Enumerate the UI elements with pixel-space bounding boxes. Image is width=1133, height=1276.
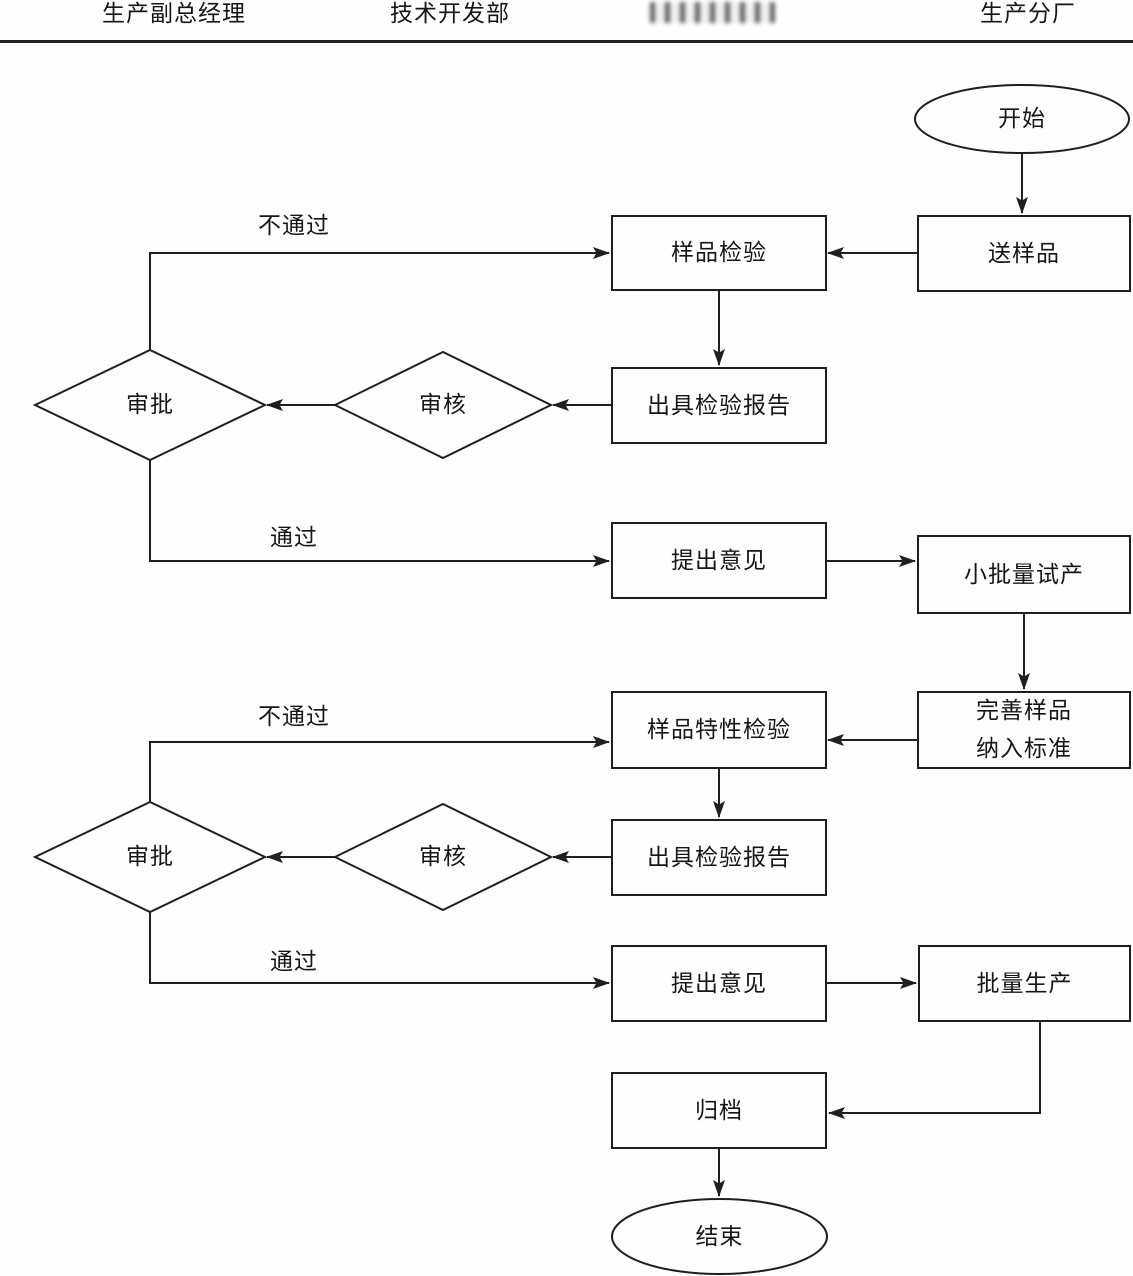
end-ellipse xyxy=(611,1198,828,1275)
small-batch-trial-box xyxy=(917,535,1131,614)
send-sample-box xyxy=(917,215,1131,292)
archive-label: 归档 xyxy=(695,1097,743,1123)
approve-1-label: 审批 xyxy=(126,392,174,418)
sample-trait-inspection-label: 样品特性检验 xyxy=(647,717,791,743)
pass-2-edge-label: 通过 xyxy=(270,949,318,975)
issue-report-2-box xyxy=(611,819,827,896)
start-ellipse xyxy=(914,84,1130,154)
arrow-fail-1-loop xyxy=(149,247,610,350)
propose-opinion-1-label: 提出意见 xyxy=(671,547,767,573)
improve-sample-line2: 纳入标准 xyxy=(976,736,1072,761)
issue-report-1-box xyxy=(611,367,827,444)
improve-sample-box xyxy=(917,691,1131,769)
sample-inspection-label: 样品检验 xyxy=(671,240,767,266)
propose-opinion-2-label: 提出意见 xyxy=(671,970,767,996)
archive-box xyxy=(611,1072,827,1149)
small-batch-trial-label: 小批量试产 xyxy=(964,561,1084,587)
improve-sample-label: 完善样品 纳入标准 xyxy=(918,692,1130,768)
batch-production-label: 批量生产 xyxy=(976,970,1073,996)
arrow-pass-1-to-propose-opinion-1 xyxy=(149,460,610,567)
issue-report-1-label: 出具检验报告 xyxy=(647,392,791,418)
lane-header-production-branch: 生产分厂 xyxy=(980,1,1076,27)
fail-2-edge-label: 不通过 xyxy=(258,704,330,730)
review-2-diamond xyxy=(332,802,554,912)
propose-opinion-2-box xyxy=(611,945,827,1022)
propose-opinion-1-box xyxy=(611,522,827,599)
end-label: 结束 xyxy=(695,1223,744,1249)
review-1-diamond xyxy=(332,350,554,460)
approve-2-label: 审批 xyxy=(126,844,174,870)
fail-1-edge-label: 不通过 xyxy=(258,213,330,239)
lane-header-tech-dev-dept: 技术开发部 xyxy=(390,1,510,27)
sample-trait-inspection-box xyxy=(611,691,827,769)
header-rule xyxy=(0,40,1133,43)
approve-2-diamond xyxy=(32,800,268,914)
send-sample-label: 送样品 xyxy=(988,240,1060,266)
obscured-lane-header xyxy=(650,2,775,23)
sample-inspection-box xyxy=(611,215,827,291)
review-2-label: 审核 xyxy=(419,844,467,870)
improve-sample-line1: 完善样品 xyxy=(976,698,1072,723)
arrow-pass-2-to-propose-opinion-2 xyxy=(149,912,610,989)
batch-production-box xyxy=(918,945,1131,1022)
lane-header-production-vp: 生产副总经理 xyxy=(102,1,246,27)
pass-1-edge-label: 通过 xyxy=(270,525,318,551)
arrow-batch-production-to-archive xyxy=(828,1021,1041,1119)
start-label: 开始 xyxy=(998,106,1046,132)
review-1-label: 审核 xyxy=(419,392,467,418)
issue-report-2-label: 出具检验报告 xyxy=(647,844,791,870)
arrow-fail-2-loop xyxy=(149,736,610,802)
approve-1-diamond xyxy=(32,348,268,462)
